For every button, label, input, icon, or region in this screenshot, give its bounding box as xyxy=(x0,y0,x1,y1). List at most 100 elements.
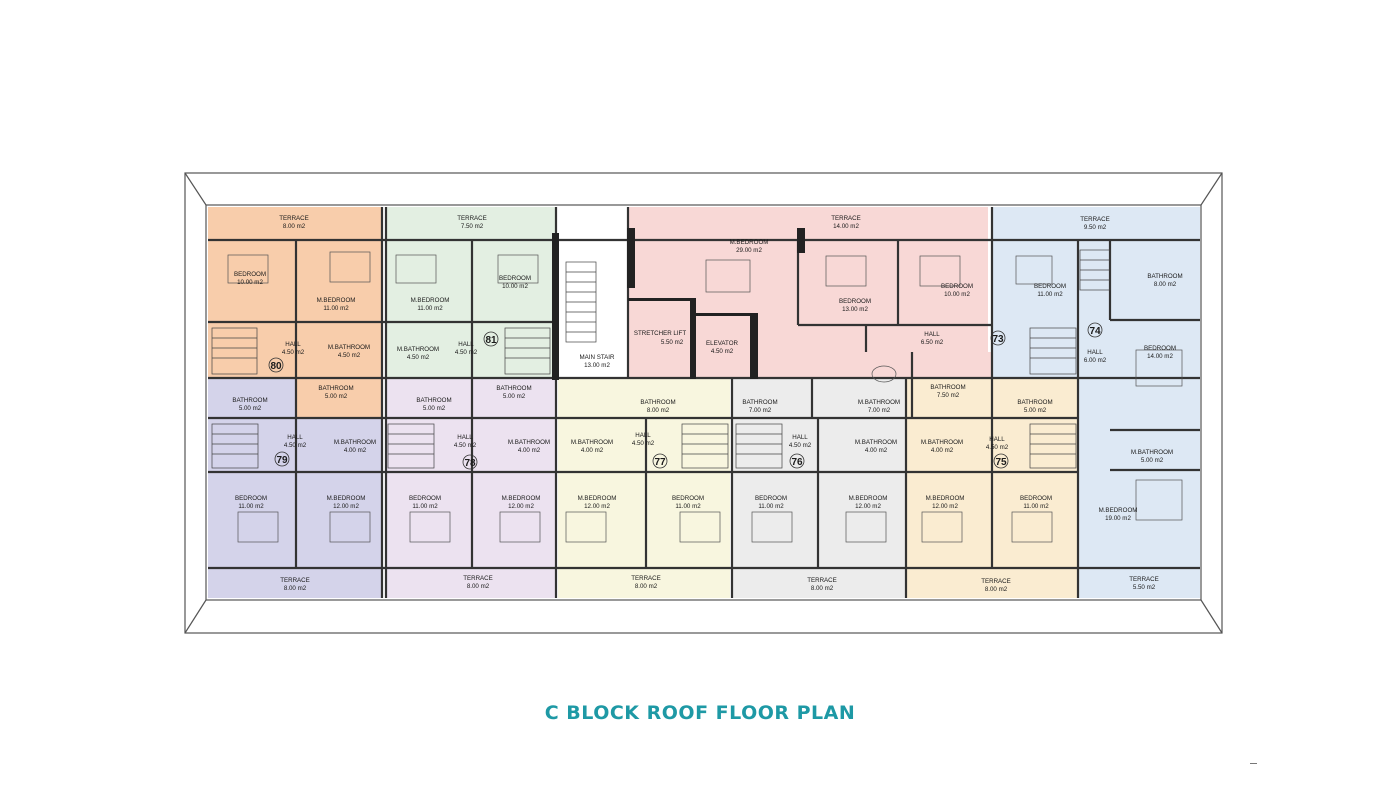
room-label: HALL xyxy=(457,434,473,441)
room-area: 9.50 m2 xyxy=(1084,224,1107,231)
room-label: M.BEDROOM xyxy=(926,495,965,502)
room-label: BEDROOM xyxy=(1020,495,1052,502)
room-label: M.BATHROOM xyxy=(855,439,897,446)
room-label: BEDROOM xyxy=(1034,283,1066,290)
room-area: 29.00 m2 xyxy=(736,247,762,254)
unit-number-74: 74 xyxy=(1089,326,1101,337)
room-label: BATHROOM xyxy=(742,399,777,406)
room-area: 5.00 m2 xyxy=(1024,407,1047,414)
room-label: M.BATHROOM xyxy=(508,439,550,446)
room-label: BEDROOM xyxy=(672,495,704,502)
core-walls xyxy=(552,228,805,380)
furniture xyxy=(227,251,1183,543)
room-area: 8.00 m2 xyxy=(1154,281,1177,288)
unit-number-75: 75 xyxy=(995,457,1007,468)
room-label: TERRACE xyxy=(280,577,310,584)
room-label: BATHROOM xyxy=(416,397,451,404)
room-label: BEDROOM xyxy=(234,271,266,278)
zone-unit-73 xyxy=(628,207,988,377)
room-label: M.BEDROOM xyxy=(502,495,541,502)
room-area: 10.00 m2 xyxy=(944,291,970,298)
room-labels: TERRACE 8.00 m2 TERRACE 7.50 m2 TERRACE … xyxy=(232,215,1182,593)
room-label: M.BATHROOM xyxy=(571,439,613,446)
room-area: 11.00 m2 xyxy=(323,305,349,312)
room-area: 12.00 m2 xyxy=(932,503,958,510)
room-label: TERRACE xyxy=(1080,216,1110,223)
room-label: M.BEDROOM xyxy=(730,239,769,246)
room-label: STRETCHER LIFT xyxy=(634,330,686,337)
room-label: BEDROOM xyxy=(839,298,871,305)
room-label: M.BEDROOM xyxy=(1099,507,1138,514)
room-area: 7.00 m2 xyxy=(868,407,891,414)
room-area: 5.00 m2 xyxy=(503,393,526,400)
room-label: M.BATHROOM xyxy=(397,346,439,353)
room-label: M.BATHROOM xyxy=(921,439,963,446)
room-area: 11.00 m2 xyxy=(1037,291,1063,298)
room-area: 13.00 m2 xyxy=(842,306,868,313)
room-area: 12.00 m2 xyxy=(333,503,359,510)
room-label: M.BEDROOM xyxy=(849,495,888,502)
room-area: 10.00 m2 xyxy=(502,283,528,290)
room-label: HALL xyxy=(924,331,940,338)
room-label: BEDROOM xyxy=(1144,345,1176,352)
room-label: TERRACE xyxy=(279,215,309,222)
room-area: 4.50 m2 xyxy=(455,349,478,356)
walls xyxy=(208,207,1200,598)
room-area: 7.50 m2 xyxy=(937,392,960,399)
room-label: M.BATHROOM xyxy=(858,399,900,406)
room-label: BEDROOM xyxy=(499,275,531,282)
room-label: HALL xyxy=(285,341,301,348)
room-label: HALL xyxy=(458,341,474,348)
room-area: 4.50 m2 xyxy=(338,352,361,359)
room-area: 8.00 m2 xyxy=(283,223,306,230)
room-label: MAIN STAIR xyxy=(580,354,615,361)
room-label: TERRACE xyxy=(457,215,487,222)
plan-title: C BLOCK ROOF FLOOR PLAN xyxy=(544,702,856,724)
room-label: TERRACE xyxy=(631,575,661,582)
room-label: HALL xyxy=(989,436,1005,443)
room-label: BATHROOM xyxy=(318,385,353,392)
room-area: 8.00 m2 xyxy=(284,585,307,592)
room-area: 7.00 m2 xyxy=(749,407,772,414)
room-area: 4.00 m2 xyxy=(518,447,541,454)
room-label: BEDROOM xyxy=(235,495,267,502)
room-area: 4.50 m2 xyxy=(282,349,305,356)
room-label: BEDROOM xyxy=(409,495,441,502)
room-label: TERRACE xyxy=(1129,576,1159,583)
room-area: 12.00 m2 xyxy=(584,503,610,510)
room-label: M.BATHROOM xyxy=(334,439,376,446)
room-area: 8.00 m2 xyxy=(635,583,658,590)
room-label: TERRACE xyxy=(981,578,1011,585)
room-label: BATHROOM xyxy=(232,397,267,404)
room-label: TERRACE xyxy=(463,575,493,582)
room-label: BATHROOM xyxy=(930,384,965,391)
room-label: HALL xyxy=(1087,349,1103,356)
room-area: 5.50 m2 xyxy=(661,339,684,346)
room-label: M.BEDROOM xyxy=(317,297,356,304)
room-area: 4.00 m2 xyxy=(581,447,604,454)
room-label: HALL xyxy=(635,432,651,439)
room-area: 7.50 m2 xyxy=(461,223,484,230)
room-area: 4.50 m2 xyxy=(454,442,477,449)
room-label: HALL xyxy=(792,434,808,441)
unit-number-76: 76 xyxy=(791,457,803,468)
room-label: M.BEDROOM xyxy=(411,297,450,304)
room-area: 5.00 m2 xyxy=(325,393,348,400)
room-area: 4.50 m2 xyxy=(407,354,430,361)
room-area: 6.50 m2 xyxy=(921,339,944,346)
room-area: 4.00 m2 xyxy=(931,447,954,454)
room-label: BATHROOM xyxy=(640,399,675,406)
room-label: M.BEDROOM xyxy=(578,495,617,502)
room-area: 5.00 m2 xyxy=(423,405,446,412)
room-area: 8.00 m2 xyxy=(467,583,490,590)
room-area: 4.50 m2 xyxy=(632,440,655,447)
room-area: 11.00 m2 xyxy=(412,503,438,510)
room-area: 12.00 m2 xyxy=(855,503,881,510)
room-area: 8.00 m2 xyxy=(811,585,834,592)
room-area: 4.50 m2 xyxy=(284,442,307,449)
room-area: 5.00 m2 xyxy=(239,405,262,412)
room-label: M.BATHROOM xyxy=(1131,449,1173,456)
room-label: BATHROOM xyxy=(1147,273,1182,280)
room-label: TERRACE xyxy=(807,577,837,584)
room-area: 13.00 m2 xyxy=(584,362,610,369)
